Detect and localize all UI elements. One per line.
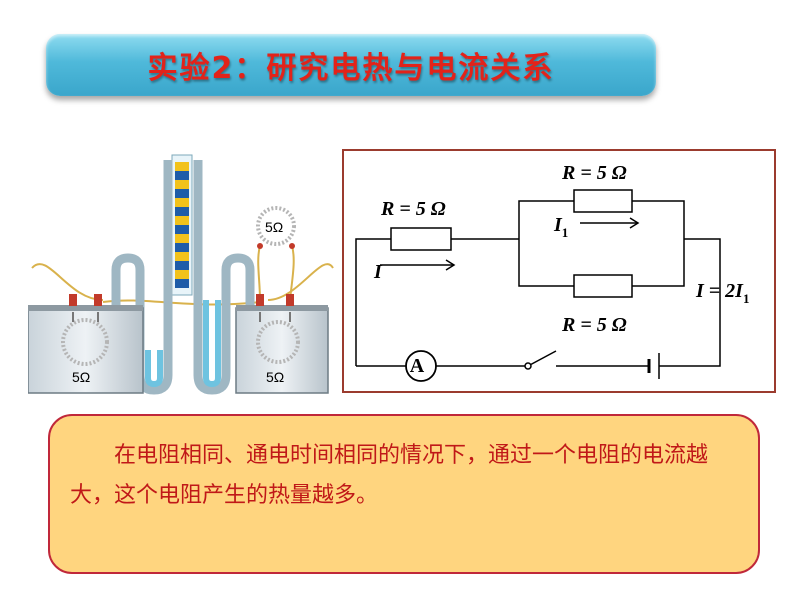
right-jar-label: 5Ω [266,369,284,385]
left-jar: 5Ω [28,294,144,394]
left-lead-wire [31,263,104,301]
main-current-label: I [373,261,383,283]
right-lead-wire [267,263,334,301]
bottom-branch-resistor-label: R = 5 Ω [561,314,627,336]
left-jar-label: 5Ω [72,369,90,385]
resistor-series [390,227,452,251]
series-resistor-label: R = 5 Ω [380,198,446,220]
right-jar: 5Ω [235,294,329,394]
scale-marks [175,162,189,288]
external-resistor-label: 5Ω [265,219,283,235]
switch-pivot [524,362,532,370]
branch-current-label: I1 [553,214,568,240]
resistor-branch-top [573,189,633,213]
conclusion-text: 在电阻相同、通电时间相同的情况下，通过一个电阻的电流越大，这个电阻产生的热量越多… [70,443,709,508]
resistor-branch-bottom [573,274,633,298]
top-branch-resistor-label: R = 5 Ω [561,162,627,184]
title-banner: 实验2：研究电热与电流关系 [46,34,656,96]
external-resistor: 5Ω [256,206,296,249]
current-relation-label: I = 2I1 [695,280,749,306]
circuit-diagram: A R = 5 Ω R = 5 Ω R = 5 Ω I I1 I = 2I1 [355,162,749,382]
right-u-tube [193,160,255,395]
apparatus-illustration: 5Ω 5Ω 5Ω [28,154,334,395]
page-title: 实验2：研究电热与电流关系 [147,51,555,86]
circuit-diagram-frame: A R = 5 Ω R = 5 Ω R = 5 Ω I I1 I = 2I1 [342,149,776,393]
switch-lever [527,350,557,367]
ammeter-label: A [410,355,425,377]
conclusion-box: 在电阻相同、通电时间相同的情况下，通过一个电阻的电流越大，这个电阻产生的热量越多… [48,414,760,574]
